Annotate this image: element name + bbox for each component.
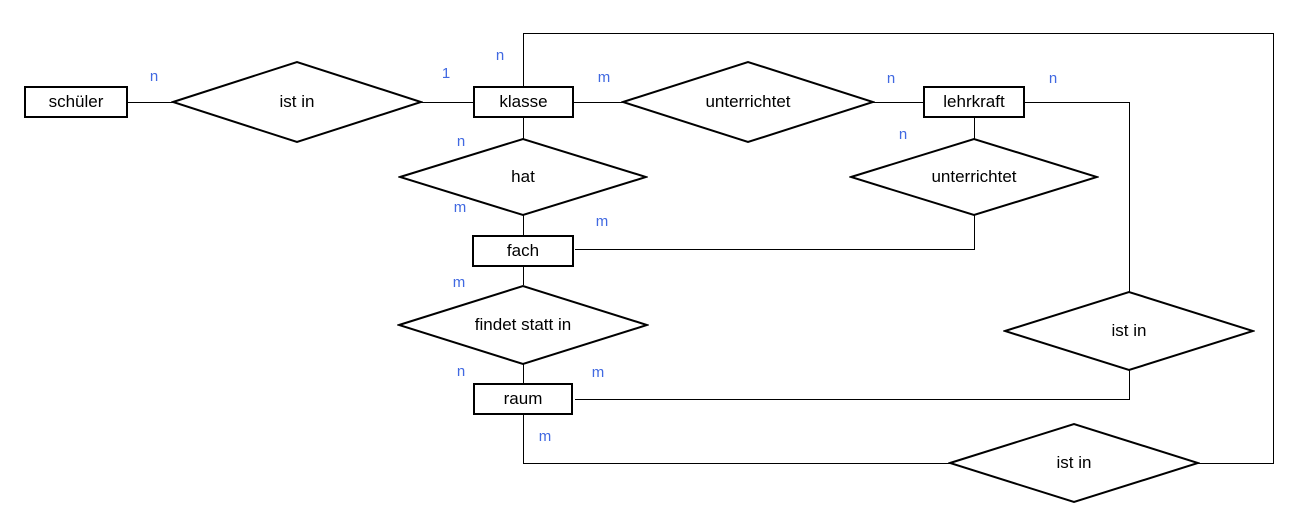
entity-label: fach (506, 241, 540, 260)
relationship-unterrichtet-lehrkraft-fach: unterrichtet (849, 137, 1099, 217)
connector-raum-bottom-vertical (523, 415, 524, 463)
diamond-shape (397, 284, 649, 366)
cardinality-label: m (451, 199, 469, 217)
connector-top-bus (523, 33, 1274, 34)
cardinality-label: 1 (439, 65, 453, 83)
connector-klasse-top-vertical (523, 33, 524, 87)
cardinality-label: n (896, 126, 910, 144)
cardinality-label: m (589, 364, 607, 382)
connector-istin2-bottom (1129, 369, 1130, 400)
connector-fach-right (575, 249, 975, 250)
relationship-label: findet statt in (474, 315, 572, 334)
connector-findet-raum (523, 363, 524, 384)
entity-label: schüler (48, 92, 104, 111)
connector-lehrkraft-unterrichtet2 (974, 118, 975, 139)
cardinality-label: n (454, 363, 468, 381)
relationship-label: unterrichtet (705, 92, 791, 111)
connector-lehrkraft-istin2-vertical (1129, 102, 1130, 294)
connector-lehrkraft-right (1023, 102, 1130, 103)
relationship-findet-statt-in-fach-raum: findet statt in (397, 284, 649, 366)
diamond-shape (1003, 290, 1255, 372)
relationship-label: ist in (1056, 453, 1092, 472)
connector-unterrichtet2-bottom (974, 214, 975, 250)
entity-label: lehrkraft (943, 92, 1005, 111)
relationship-label: ist in (1111, 321, 1147, 340)
relationship-ist-in-schueler-klasse: ist in (171, 60, 423, 144)
entity-klasse: klasse (473, 86, 574, 118)
relationship-hat-klasse-fach: hat (398, 137, 648, 217)
relationship-label: unterrichtet (931, 167, 1017, 186)
diamond-shape (948, 422, 1200, 504)
connector-raum-right (575, 399, 1130, 400)
connector-right-vertical (1273, 33, 1274, 464)
cardinality-label: m (536, 428, 554, 446)
relationship-ist-in-raum-klasse: ist in (948, 422, 1200, 504)
cardinality-label: n (1046, 70, 1060, 88)
entity-raum: raum (473, 383, 573, 415)
entity-lehrkraft: lehrkraft (923, 86, 1025, 118)
entity-schueler: schüler (24, 86, 128, 118)
connector-klasse-hat (523, 118, 524, 140)
entity-label: raum (503, 389, 543, 408)
entity-fach: fach (472, 235, 574, 267)
cardinality-label: n (493, 47, 507, 65)
relationship-ist-in-lehrkraft-raum: ist in (1003, 290, 1255, 372)
cardinality-label: m (450, 274, 468, 292)
diamond-shape (398, 137, 648, 217)
relationship-unterrichtet-klasse-lehrkraft: unterrichtet (621, 60, 875, 144)
connector-schueler-istin (128, 102, 175, 103)
connector-fach-findet (523, 267, 524, 285)
cardinality-label: m (595, 69, 613, 87)
connector-hat-fach (523, 214, 524, 236)
diamond-shape (621, 60, 875, 144)
cardinality-label: n (884, 70, 898, 88)
cardinality-label: m (593, 213, 611, 231)
connector-klasse-unterrichtet (573, 102, 623, 103)
cardinality-label: n (147, 68, 161, 86)
connector-raum-istin3 (523, 463, 952, 464)
cardinality-label: n (454, 133, 468, 151)
entity-label: klasse (499, 92, 548, 111)
relationship-label: ist in (279, 92, 315, 111)
connector-unterrichtet-lehrkraft (871, 102, 923, 103)
diamond-shape (171, 60, 423, 144)
connector-istin3-right (1197, 463, 1274, 464)
relationship-label: hat (511, 167, 535, 186)
connector-istin-klasse (419, 102, 474, 103)
diamond-shape (849, 137, 1099, 217)
